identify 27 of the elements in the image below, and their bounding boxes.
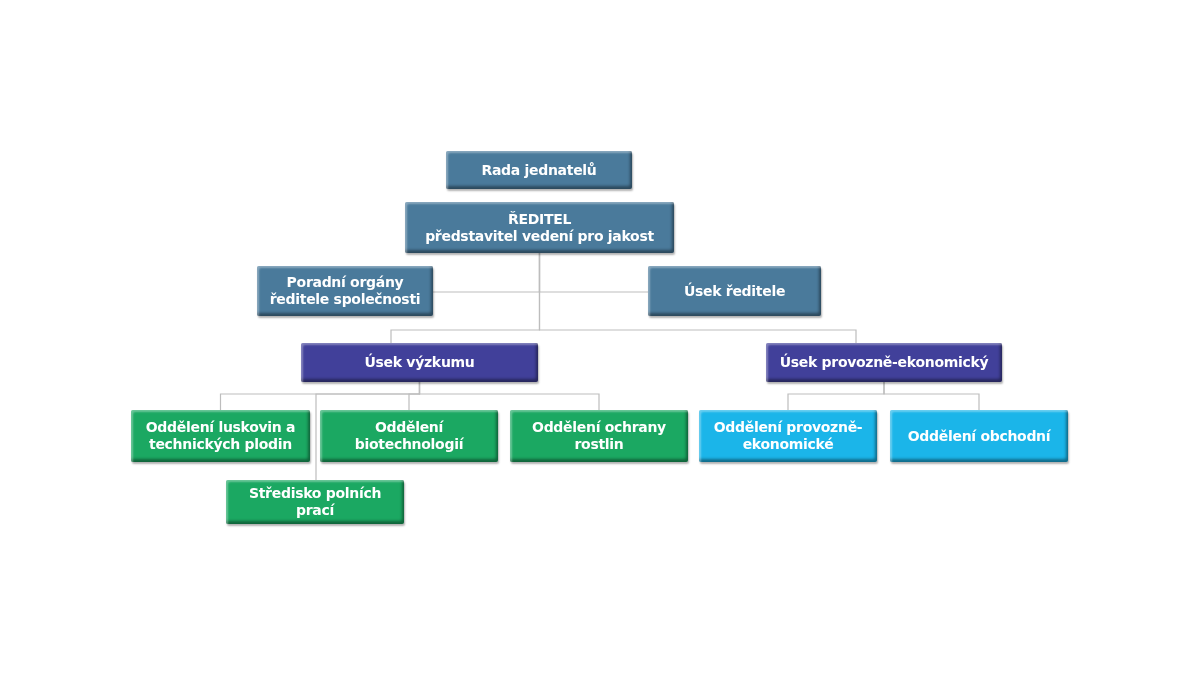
org-unit-box [890,410,1068,462]
org-unit-box [405,202,674,253]
org-unit-box [648,266,821,316]
unit-label: Poradní orgány ředitele společnosti [268,274,422,308]
unit-label: Úsek ředitele [683,282,786,300]
unit-label: Oddělení provozně-ekonomické [712,419,864,453]
unit-label: Oddělení obchodní [907,427,1051,445]
org-unit-box [226,480,404,524]
org-unit-box [131,410,310,462]
unit-label: Úsek provozně-ekonomický [779,354,989,371]
connector-line [883,381,980,411]
org-unit-box [699,410,877,462]
connector-line [315,381,421,481]
unit-label: Rada jednatelů [481,161,597,179]
unit-heading: ŘEDITEL [507,210,572,228]
unit-label: Úsek výzkumu [364,354,475,371]
org-unit-box [510,410,688,462]
unit-label: představitel vedení pro jakost [425,227,654,245]
unit-label: Středisko polních prací [247,485,383,519]
unit-label: Oddělení biotechnologií [353,419,465,453]
org-unit-box [766,343,1002,382]
unit-label: Oddělení luskovin a technických plodin [144,419,297,453]
org-unit-box [257,266,433,316]
org-unit-box [320,410,498,462]
org-unit-box [301,343,538,382]
org-unit-box [446,151,632,189]
unit-label: Oddělení ochrany rostlin [531,419,667,453]
